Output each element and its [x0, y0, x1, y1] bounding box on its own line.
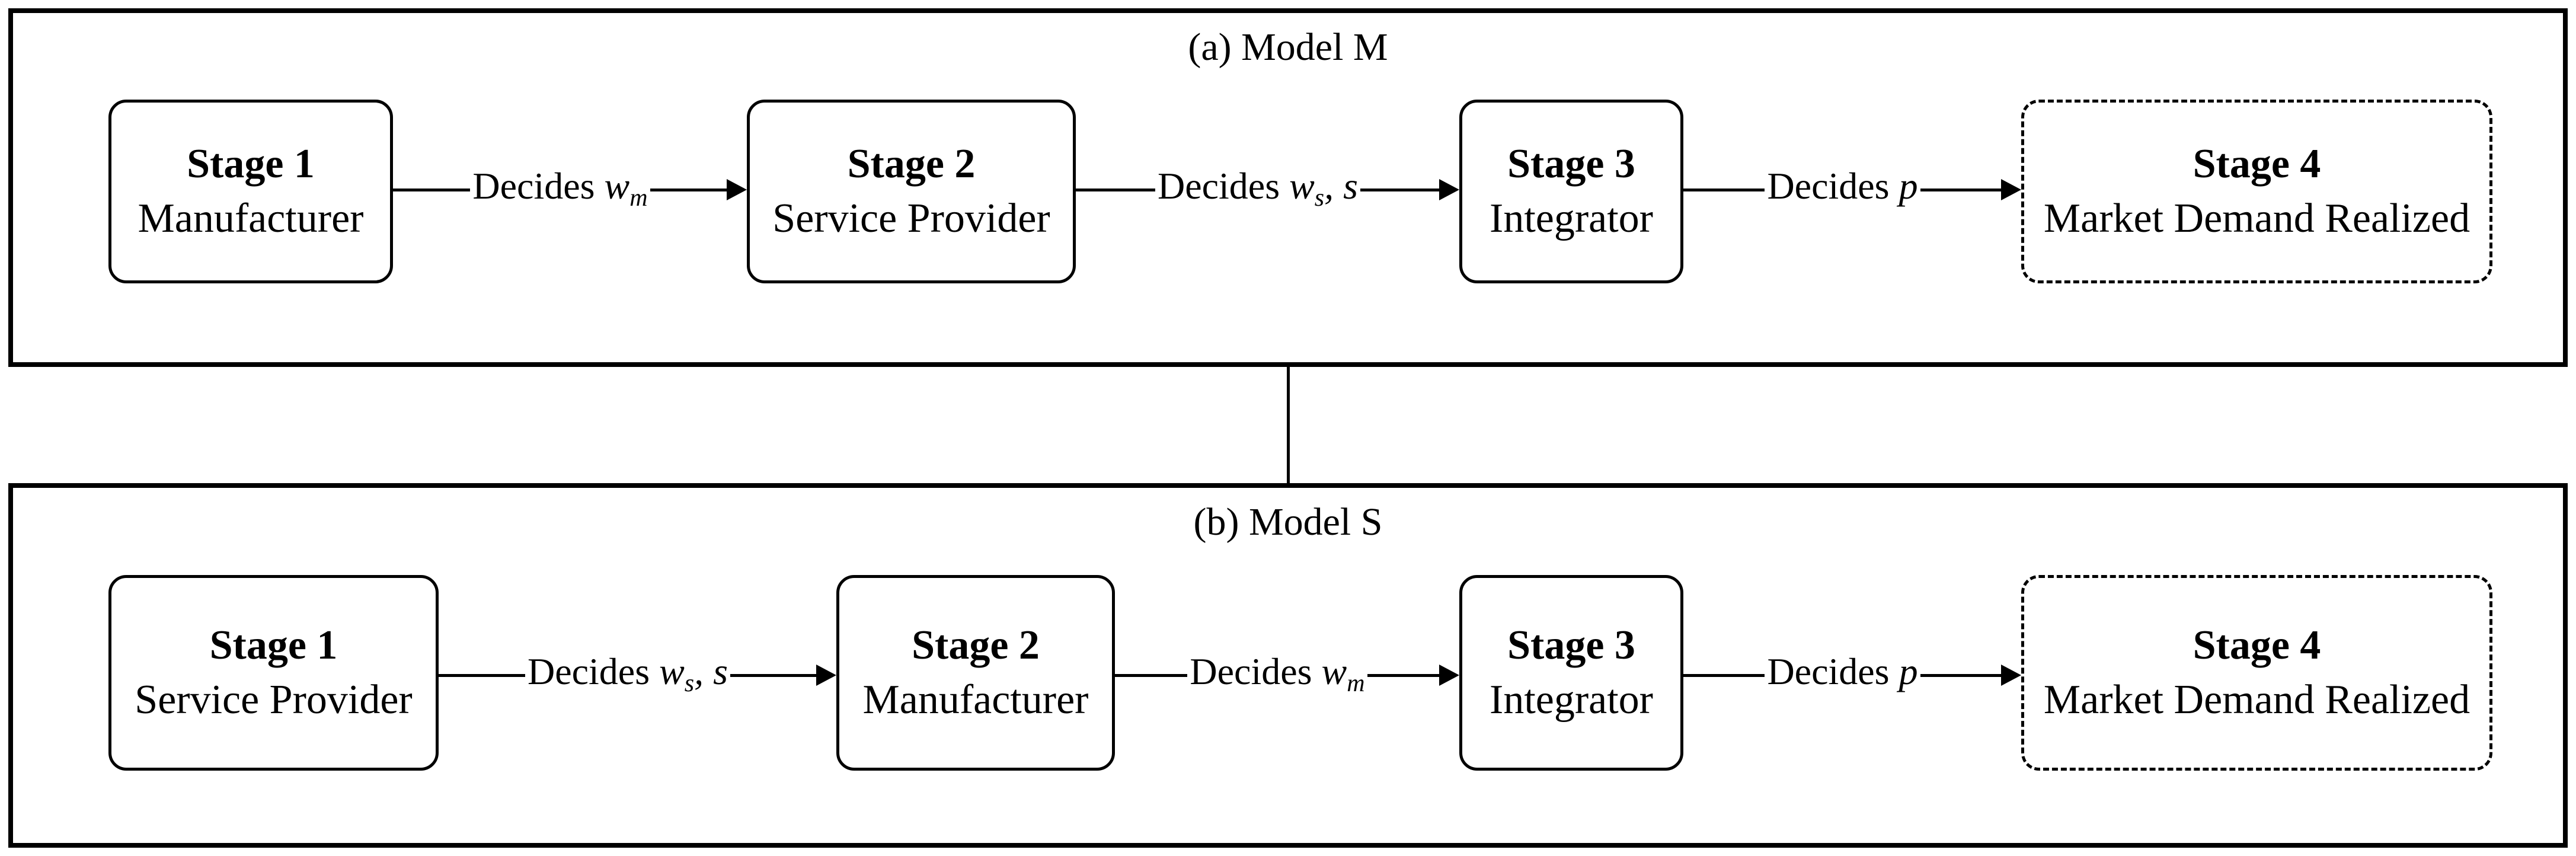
panel-model-s: (b) Model S Stage 1 Service Provider Dec… — [8, 483, 2568, 848]
stage-box-s-service-provider: Stage 1 Service Provider — [108, 575, 439, 771]
arrowhead-icon — [2001, 179, 2021, 200]
panel-model-m-title: (a) Model M — [1188, 25, 1388, 69]
arrowhead-icon — [816, 665, 837, 686]
label-text: Decides — [1157, 164, 1290, 207]
connector-m-decides-ws-s: Decides ws, s — [1076, 151, 1460, 228]
connector-line — [1076, 188, 1155, 191]
connector-line — [1683, 188, 1765, 191]
connector-line — [1360, 188, 1440, 191]
stage-title: Stage 4 — [2193, 622, 2321, 668]
stage-subtitle: Manufacturer — [138, 196, 364, 241]
label-subscript: m — [629, 184, 648, 212]
stage-title: Stage 1 — [187, 140, 315, 187]
label-variable: p — [1899, 164, 1918, 207]
label-variable: w — [604, 164, 630, 207]
label-variable: p — [1899, 650, 1918, 692]
connector-line — [650, 188, 727, 191]
label-subscript: m — [1347, 669, 1365, 697]
label-text: Decides — [1767, 650, 1899, 692]
stage-box-s-integrator: Stage 3 Integrator — [1459, 575, 1683, 771]
stage-subtitle: Manufacturer — [862, 677, 1089, 723]
label-variable: w — [659, 650, 685, 692]
stage-subtitle: Market Demand Realized — [2043, 196, 2470, 241]
label-text: Decides — [1767, 164, 1899, 207]
arrowhead-icon — [1439, 179, 1460, 200]
label-suffix: , s — [1324, 164, 1359, 207]
connector-label: Decides wm — [1187, 650, 1367, 697]
label-subscript: s — [684, 669, 695, 697]
arrowhead-icon — [727, 179, 747, 200]
stage-box-m-manufacturer: Stage 1 Manufacturer — [108, 100, 393, 283]
stage-title: Stage 3 — [1507, 622, 1635, 668]
stage-title: Stage 4 — [2193, 140, 2321, 187]
connector-label: Decides p — [1765, 167, 1920, 210]
stage-subtitle: Integrator — [1490, 196, 1653, 241]
arrowhead-icon — [1439, 665, 1459, 686]
connector-line — [439, 673, 525, 677]
connector-line — [1683, 673, 1765, 677]
connector-line — [1115, 673, 1188, 677]
stage-title: Stage 2 — [912, 622, 1040, 668]
connector-line — [1920, 673, 2002, 677]
connector-m-decides-p: Decides p — [1683, 151, 2021, 228]
stage-title: Stage 2 — [847, 140, 976, 187]
stage-title: Stage 3 — [1507, 140, 1635, 187]
connector-line — [393, 188, 471, 191]
stage-subtitle: Integrator — [1490, 677, 1653, 723]
connector-s-decides-wm: Decides wm — [1115, 637, 1459, 714]
connector-line — [730, 673, 817, 677]
connector-line — [1920, 188, 2002, 191]
label-subscript: s — [1314, 184, 1325, 212]
stage-box-m-integrator: Stage 3 Integrator — [1459, 100, 1683, 283]
label-text: Decides — [1190, 650, 1322, 692]
stage-box-m-market-demand: Stage 4 Market Demand Realized — [2021, 100, 2492, 283]
stage-title: Stage 1 — [209, 622, 338, 668]
connector-label: Decides ws, s — [525, 650, 730, 697]
connector-label: Decides p — [1765, 650, 1920, 696]
label-text: Decides — [527, 650, 660, 692]
stage-box-s-market-demand: Stage 4 Market Demand Realized — [2021, 575, 2492, 771]
connector-s-decides-ws-s: Decides ws, s — [439, 637, 837, 714]
panel-model-s-title: (b) Model S — [1193, 500, 1383, 544]
panel-model-m: (a) Model M Stage 1 Manufacturer Decides… — [8, 8, 2568, 367]
arrowhead-icon — [2001, 665, 2021, 686]
connector-label: Decides wm — [470, 167, 650, 210]
connector-label: Decides ws, s — [1155, 167, 1360, 210]
panel-link-line — [1287, 367, 1290, 486]
connector-line — [1367, 673, 1440, 677]
stage-box-m-service-provider: Stage 2 Service Provider — [747, 100, 1076, 283]
label-suffix: , s — [694, 650, 728, 692]
label-text: Decides — [472, 164, 605, 207]
connector-m-decides-wm: Decides wm — [393, 151, 747, 228]
stage-subtitle: Service Provider — [772, 196, 1050, 241]
label-variable: w — [1289, 164, 1315, 207]
stage-box-s-manufacturer: Stage 2 Manufacturer — [836, 575, 1115, 771]
label-variable: w — [1321, 650, 1347, 692]
stage-subtitle: Service Provider — [135, 677, 413, 723]
connector-s-decides-p: Decides p — [1683, 637, 2021, 714]
stage-subtitle: Market Demand Realized — [2043, 677, 2470, 723]
